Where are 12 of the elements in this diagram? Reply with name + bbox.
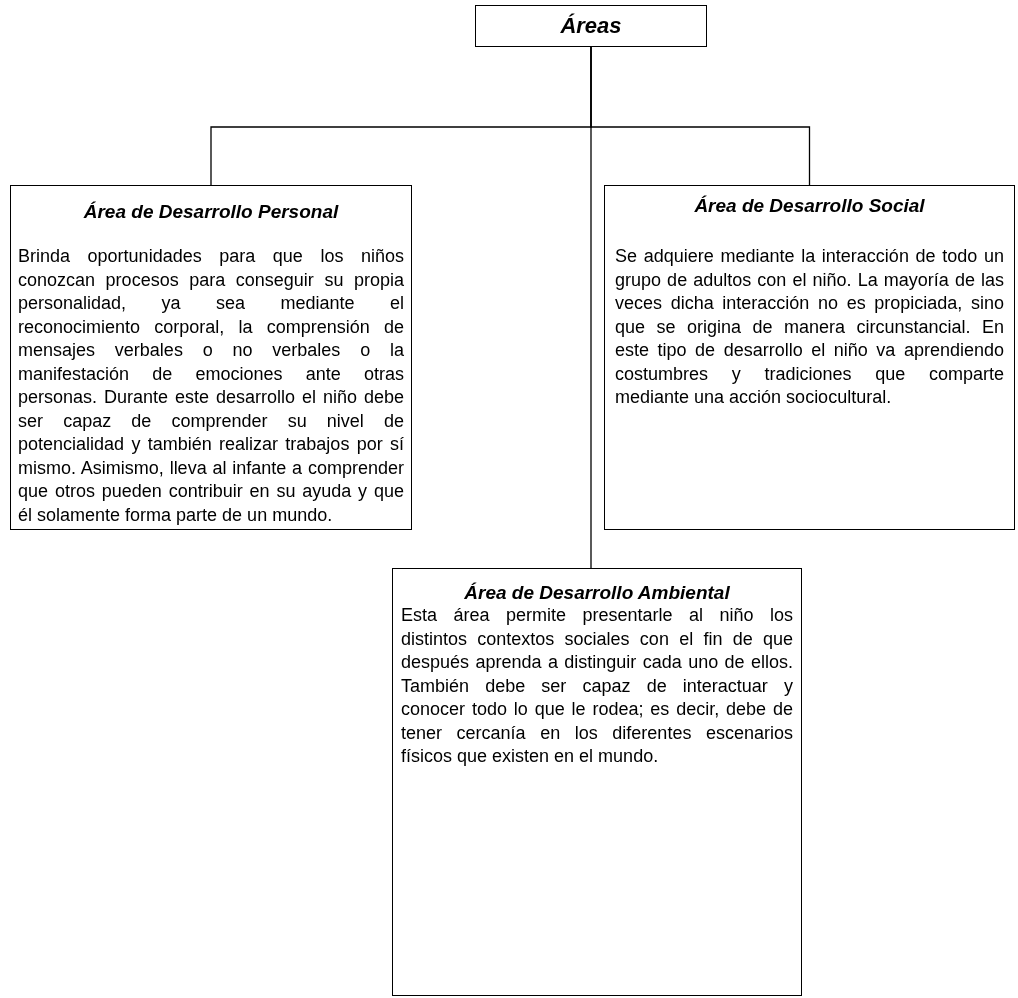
box-body-text: Esta área permite presentarle al niño los distintos contextos sociales con el fin de que después aprenda a distinguir cada uno de ellos. También debe ser capaz de interactuar y conocer todo lo que le rodea; es decir, debe de tener cercanía en los diferentes escenarios físicos que existen en el mundo. [400,604,794,768]
text-box [10,185,412,530]
connector-line [590,46,592,569]
box-heading: Área de Desarrollo Social [693,194,926,218]
box-heading: Áreas [559,12,623,40]
text-box [604,185,1015,530]
box-heading: Área de Desarrollo Ambiental [463,581,731,604]
text-box [392,568,802,996]
box-body-text: Brinda oportunidades para que los niños conozcan procesos para conseguir su propia personalidad, ya sea mediante el reconocimiento corporal, la comprensión de mensajes verbales o no verbales o la manifestación de emociones ante otras personas. Durante este desarrollo el niño debe ser capaz de comprender su nivel de potencialidad y también realizar trabajos por sí mismo. Asimismo, lleva al infante a comprender que otros pueden contribuir en su ayuda y que él solamente forma parte de un mundo. [17,245,405,527]
box-body-text: Se adquiere mediante la interacción de todo un grupo de adultos con el niño. La mayoría de las veces dicha interacción no es propiciada, sino que se origina de manera circunstancial. En este tipo de desarrollo el niño va aprendiendo costumbres y tradiciones que comparte mediante una acción sociocultural. [614,245,1005,409]
text-box [475,5,707,47]
box-heading: Área de Desarrollo Personal [82,200,340,224]
